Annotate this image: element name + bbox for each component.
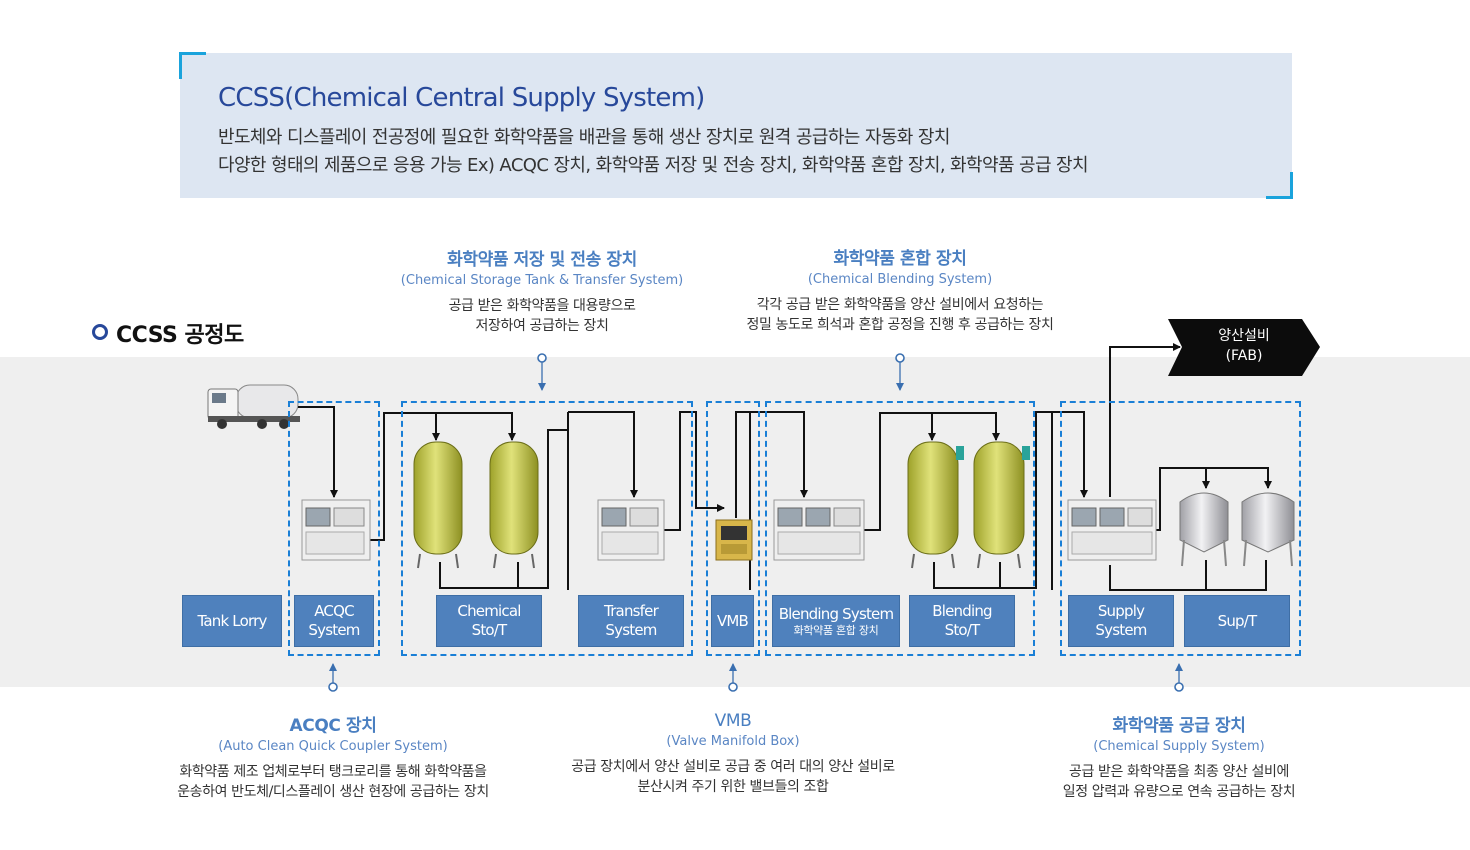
- label-tank-lorry: Tank Lorry: [182, 595, 282, 647]
- label-chemical-sto-t: Chemical Sto/T: [436, 595, 542, 647]
- callout-storage: 화학약품 저장 및 전송 장치 (Chemical Storage Tank &…: [401, 245, 683, 336]
- callout-acqc-subtitle: (Auto Clean Quick Coupler System): [218, 739, 448, 754]
- supply-cabinet-icon: [1067, 499, 1157, 561]
- connector-acqc: [328, 663, 338, 692]
- callout-acqc-title: ACQC 장치: [289, 716, 377, 736]
- callout-storage-title: 화학약품 저장 및 전송 장치: [447, 250, 637, 270]
- label-supply-line-2: System: [1095, 621, 1147, 639]
- header-line-2: 다양한 형태의 제품으로 응용 가능 Ex) ACQC 장치, 화학약품 저장 …: [218, 155, 1089, 176]
- callout-supply-desc-1: 공급 받은 화학약품을 최종 양산 설비에: [1069, 764, 1289, 780]
- label-sup-t-text: Sup/T: [1217, 611, 1258, 630]
- callout-acqc: ACQC 장치 (Auto Clean Quick Coupler System…: [177, 711, 489, 802]
- callout-storage-desc-1: 공급 받은 화학약품을 대용량으로: [448, 298, 636, 314]
- label-acqc-system: ACQC System: [294, 595, 374, 647]
- callout-vmb-desc: 공급 장치에서 양산 설비로 공급 중 여러 대의 양산 설비로 분산시켜 주기…: [571, 757, 895, 797]
- chemical-storage-tank-icon: [413, 441, 463, 569]
- label-acqc-line-1: ACQC: [314, 602, 354, 620]
- callout-vmb-desc-2: 분산시켜 주기 위한 밸브들의 조합: [637, 779, 829, 795]
- label-blending-sto-t: Blending Sto/T: [909, 595, 1015, 647]
- callout-storage-desc-2: 저장하여 공급하는 장치: [475, 318, 609, 334]
- header-box: CCSS(Chemical Central Supply System) 반도체…: [179, 52, 1293, 199]
- blending-storage-tank-icon: [907, 441, 964, 569]
- callout-supply-subtitle: (Chemical Supply System): [1093, 739, 1265, 754]
- callout-storage-desc: 공급 받은 화학약품을 대용량으로 저장하여 공급하는 장치: [401, 296, 683, 336]
- callout-storage-subtitle: (Chemical Storage Tank & Transfer System…: [400, 273, 684, 288]
- callout-supply-desc-2: 일정 압력과 유량으로 연속 공급하는 장치: [1062, 784, 1296, 800]
- callout-vmb-title: VMB: [714, 711, 752, 731]
- group-storage-transfer: [401, 401, 693, 656]
- callout-supply: 화학약품 공급 장치 (Chemical Supply System) 공급 받…: [1062, 711, 1296, 802]
- label-chem-line-2: Sto/T: [471, 621, 508, 639]
- label-vmb: VMB: [711, 595, 754, 647]
- group-supply: [1060, 401, 1301, 656]
- connector-supply: [1174, 663, 1184, 692]
- chemical-storage-tank-icon: [489, 441, 539, 569]
- fab-label-line-2: (FAB): [1225, 348, 1263, 364]
- label-sup-t: Sup/T: [1184, 595, 1290, 647]
- callout-blending-desc-1: 각각 공급 받은 화학약품을 양산 설비에서 요청하는: [756, 297, 1044, 313]
- blending-storage-tank-icon: [973, 441, 1030, 569]
- tank-lorry-truck-icon: [207, 384, 300, 429]
- label-chem-line-1: Chemical: [457, 602, 521, 620]
- label-blend-sto-line-1: Blending: [932, 602, 992, 620]
- group-acqc: [288, 401, 380, 656]
- corner-decoration-bottom-right: [1266, 172, 1293, 199]
- callout-blending-subtitle: (Chemical Blending System): [807, 272, 993, 287]
- callout-blending-desc-2: 정밀 농도로 희석과 혼합 공정을 진행 후 공급하는 장치: [746, 317, 1054, 333]
- label-transfer-line-1: Transfer: [604, 602, 659, 620]
- group-vmb: [706, 401, 760, 656]
- label-tank-lorry-text: Tank Lorry: [197, 611, 267, 630]
- label-transfer-system: Transfer System: [578, 595, 684, 647]
- section-title-text: CCSS 공정도: [116, 323, 244, 348]
- connector-vmb: [728, 663, 738, 692]
- callout-blending-desc: 각각 공급 받은 화학약품을 양산 설비에서 요청하는 정밀 농도로 희석과 혼…: [747, 295, 1054, 335]
- header-title: CCSS(Chemical Central Supply System): [218, 83, 705, 113]
- label-supply-system: Supply System: [1068, 595, 1174, 647]
- vmb-box-icon: [715, 519, 753, 561]
- callout-vmb-desc-1: 공급 장치에서 양산 설비로 공급 중 여러 대의 양산 설비로: [571, 759, 895, 775]
- transfer-cabinet-icon: [597, 499, 665, 561]
- fab-label-line-1: 양산설비: [1218, 328, 1270, 344]
- callout-acqc-desc: 화학약품 제조 업체로부터 탱크로리를 통해 화학약품을 운송하여 반도체/디스…: [177, 762, 489, 802]
- callout-blending-title: 화학약품 혼합 장치: [833, 249, 967, 269]
- supply-tank-icon: [1179, 492, 1229, 567]
- fab-arrow-shape: [1168, 319, 1320, 376]
- callout-acqc-desc-1: 화학약품 제조 업체로부터 탱크로리를 통해 화학약품을: [179, 764, 487, 780]
- label-blending-system: Blending System 화학약품 혼합 장치: [772, 595, 900, 647]
- bullet-circle-icon: [92, 324, 108, 340]
- callout-acqc-desc-2: 운송하여 반도체/디스플레이 생산 현장에 공급하는 장치: [177, 784, 489, 800]
- label-blending-line-2: 화학약품 혼합 장치: [793, 623, 879, 637]
- callout-supply-title: 화학약품 공급 장치: [1112, 716, 1246, 736]
- connector-storage: [537, 353, 547, 391]
- supply-tank-icon: [1241, 492, 1295, 567]
- label-transfer-line-2: System: [605, 621, 657, 639]
- callout-vmb-subtitle: (Valve Manifold Box): [666, 734, 800, 749]
- connector-blending: [895, 353, 905, 391]
- corner-decoration-top-left: [179, 52, 206, 79]
- callout-blending: 화학약품 혼합 장치 (Chemical Blending System) 각각…: [747, 244, 1054, 335]
- acqc-cabinet-icon: [301, 499, 371, 561]
- header-line-1: 반도체와 디스플레이 전공정에 필요한 화학약품을 배관을 통해 생산 장치로 …: [218, 127, 950, 148]
- label-supply-line-1: Supply: [1097, 602, 1145, 620]
- callout-vmb: VMB (Valve Manifold Box) 공급 장치에서 양산 설비로 …: [571, 711, 895, 797]
- fab-label: 양산설비 (FAB): [1168, 326, 1320, 366]
- label-blending-line-1: Blending System: [778, 604, 894, 623]
- blending-cabinet-icon: [773, 499, 865, 561]
- label-vmb-text: VMB: [716, 611, 749, 630]
- group-blending: [765, 401, 1035, 656]
- label-acqc-line-2: System: [308, 621, 360, 639]
- section-title: CCSS 공정도: [92, 317, 244, 349]
- callout-supply-desc: 공급 받은 화학약품을 최종 양산 설비에 일정 압력과 유량으로 연속 공급하…: [1062, 762, 1296, 802]
- label-blend-sto-line-2: Sto/T: [944, 621, 981, 639]
